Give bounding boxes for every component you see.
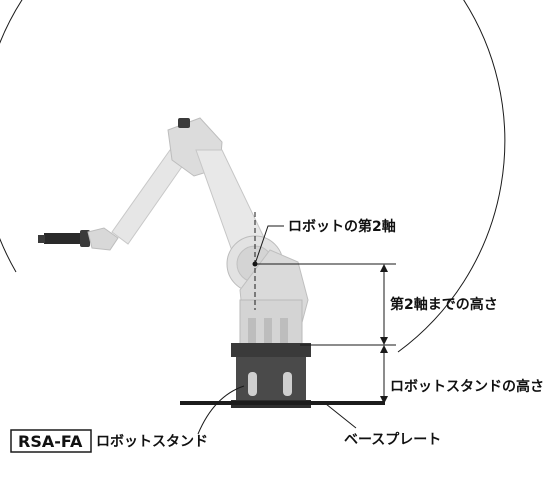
- stand-model-label: RSA-FA: [18, 432, 83, 451]
- height-to-axis-dimension: [380, 264, 388, 345]
- wrist: [87, 227, 119, 251]
- second-axis-label: ロボットの第2軸: [288, 218, 396, 235]
- second-axis-leader: [254, 225, 284, 265]
- stand-height-dimension: [380, 345, 388, 404]
- stand-name-label: ロボットスタンド: [96, 434, 208, 450]
- reach-envelope-arc: [0, 0, 506, 353]
- height-to-axis-label: 第2軸までの高さ: [390, 296, 498, 313]
- stand-leader: [197, 385, 245, 435]
- base-plate-label: ベースプレート: [344, 432, 441, 448]
- robot-stand: [231, 343, 311, 408]
- stand-height-label: ロボットスタンドの高さ: [390, 378, 544, 395]
- robot-arm: [38, 117, 309, 347]
- base-plate: [180, 401, 385, 405]
- base-plate-leader: [325, 403, 357, 429]
- stand-slot-right: [283, 372, 292, 396]
- stand-model-box: [10, 429, 92, 453]
- stand-slot-left: [248, 372, 257, 396]
- gripper: [44, 233, 84, 244]
- forearm: [111, 149, 189, 245]
